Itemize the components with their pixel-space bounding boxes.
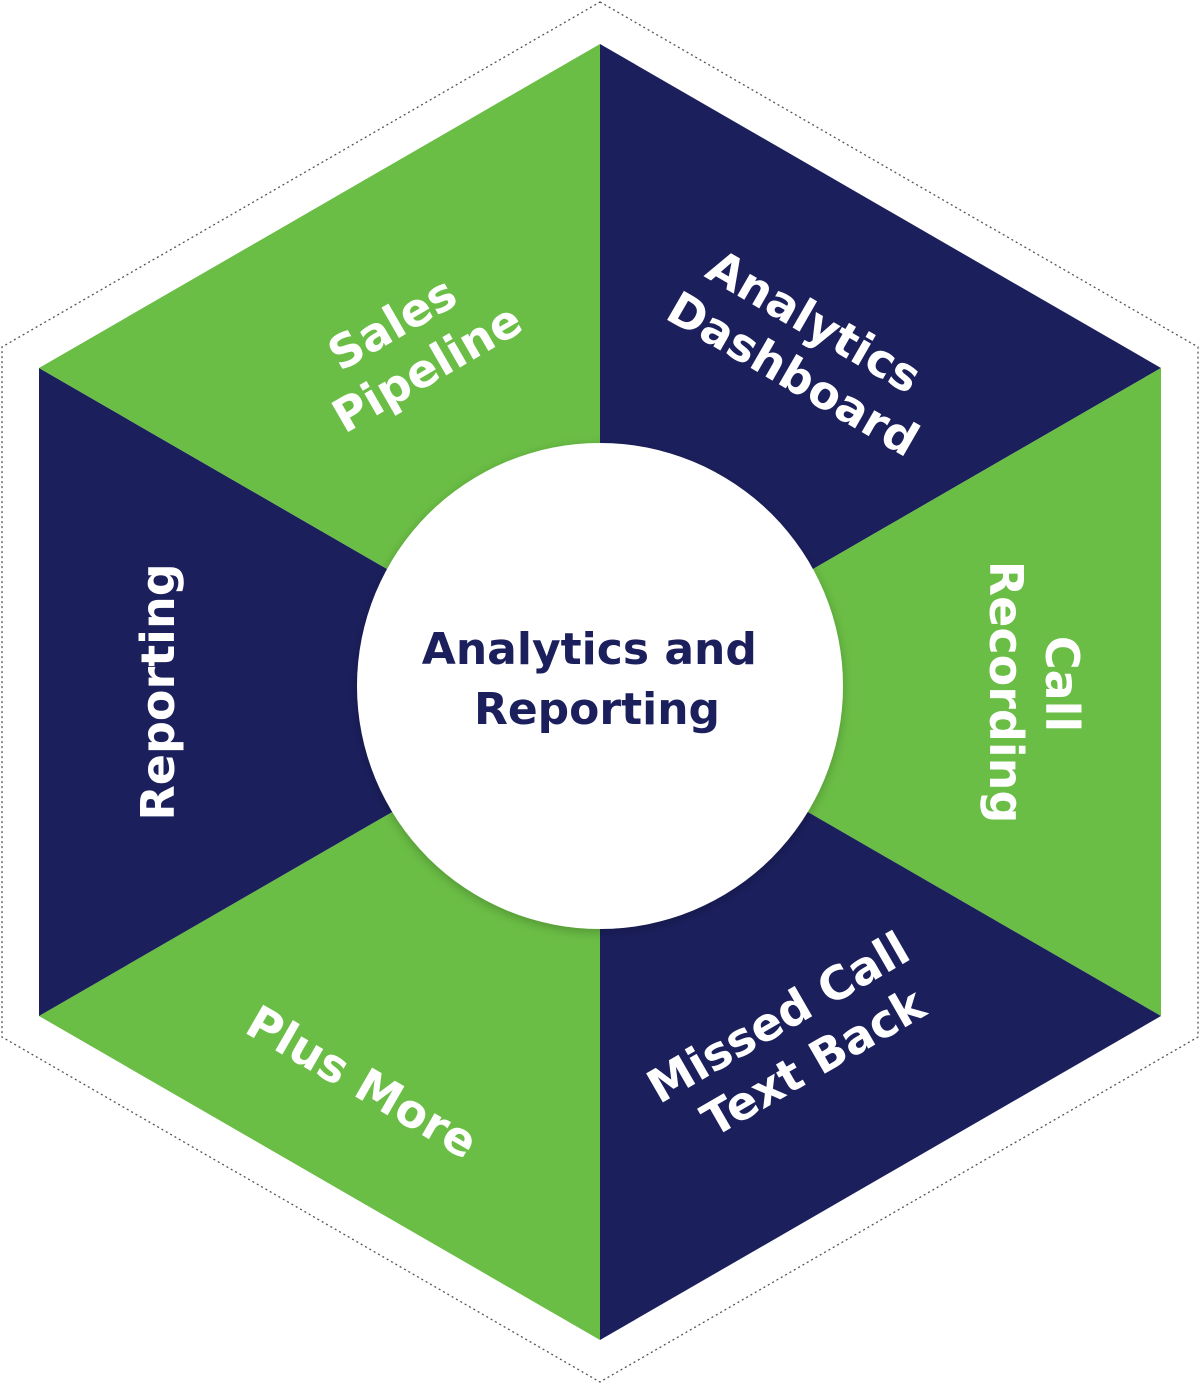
center-title: Analytics and Reporting	[422, 624, 772, 735]
segment-right	[600, 368, 1161, 1016]
segment-left	[39, 368, 600, 1016]
center-circle	[357, 443, 843, 929]
label-reporting: Reporting	[131, 563, 185, 820]
label-call-recording: Call Recording	[979, 561, 1089, 824]
